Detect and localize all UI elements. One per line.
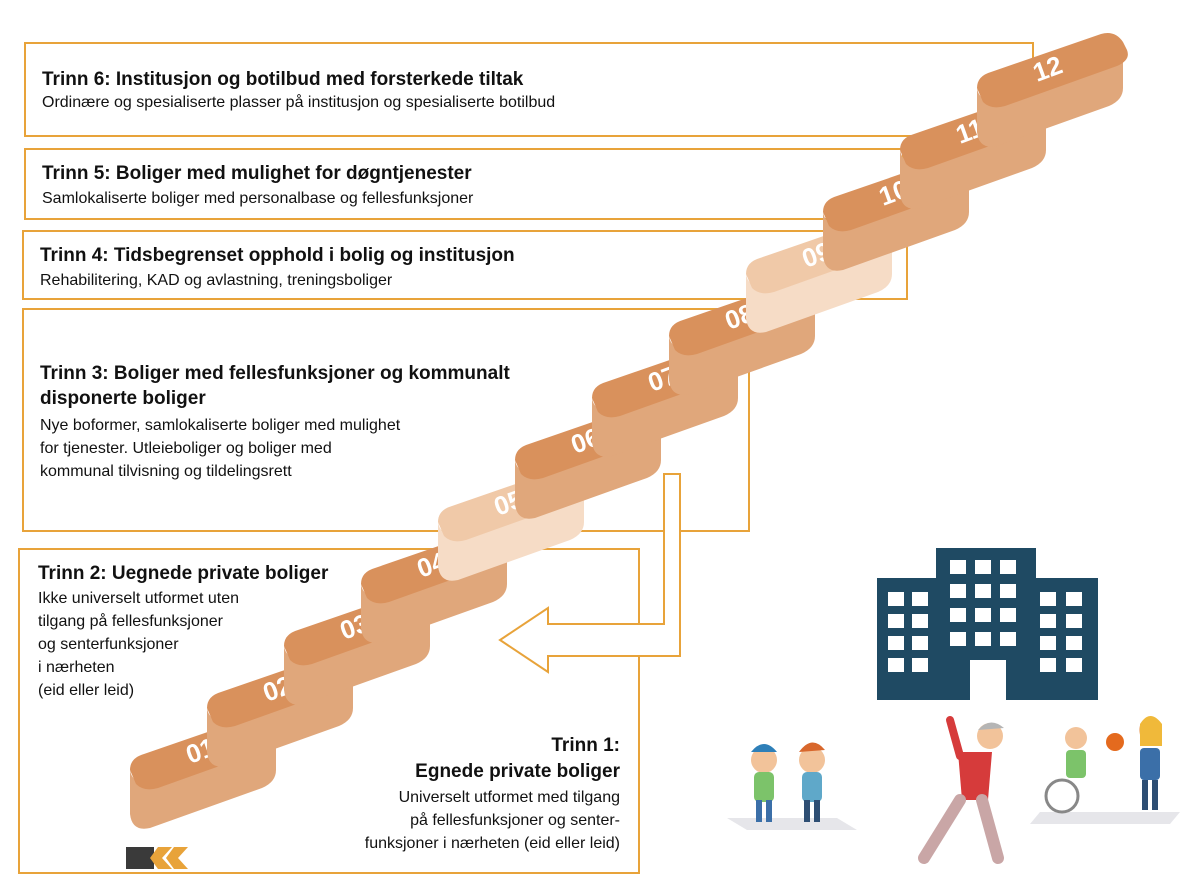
stair-front-02 [207,664,354,767]
building-window [1000,632,1016,646]
stair-top-12 [977,33,1128,108]
building-window [975,632,991,646]
step-3-desc-line2: for tjenester. Utleieboliger og boliger … [40,440,332,457]
stair-front-10 [823,168,970,271]
step-3-desc-line1: Nye boformer, samlokaliserte boliger med… [40,417,401,434]
stair-front-03 [284,602,431,705]
building-window [950,560,966,574]
building-window [1040,592,1056,606]
building-window [912,658,928,672]
stair-front-12 [977,44,1124,147]
step-6-box [24,42,1034,137]
step-2-desc-line5: (eid eller leid) [38,682,135,699]
building-icon [877,548,1098,700]
building-window [888,614,904,628]
stair-front-08 [669,292,816,395]
logo [126,845,188,871]
building-window [1040,636,1056,650]
building-window [950,632,966,646]
step-6-desc: Ordinære og spesialiserte plasser på ins… [42,94,556,111]
wheelchair-basketball-figures [1044,716,1162,814]
building-window [1000,584,1016,598]
step-6-title: Trinn 6: Institusjon og botilbud med for… [42,69,524,90]
building-window [888,636,904,650]
building-window [1000,560,1016,574]
building-window [975,608,991,622]
building-window [950,584,966,598]
building-window [1066,614,1082,628]
step-1-title-line2: Egnede private boliger [415,761,620,782]
platform-right [1030,812,1180,824]
stair-front-05 [438,478,585,581]
step-1-desc-line1: Universelt utformet med tilgang [398,789,620,806]
step-5-title: Trinn 5: Boliger med mulighet for døgntj… [42,163,472,184]
building-window [1040,614,1056,628]
building-window [950,608,966,622]
step-3-title-line2: disponerte boliger [40,388,206,409]
stair-front-07 [592,354,739,457]
step-3-title-line1: Trinn 3: Boliger med fellesfunksjoner og… [40,363,510,384]
building-window [912,614,928,628]
step-2-title: Trinn 2: Uegnede private boliger [38,563,329,584]
building-window [1066,592,1082,606]
stair-front-11 [900,106,1047,209]
stair-front-01 [130,726,277,829]
elderly-figure [918,716,1004,864]
step-2-desc-line3: og senterfunksjoner [38,636,179,653]
step-1-desc-line3: funksjoner i nærheten (eid eller leid) [364,835,620,852]
building-window [1040,658,1056,672]
step-1-desc-line2: på fellesfunksjoner og senter- [410,812,620,829]
step-1-title-line1: Trinn 1: [551,735,620,756]
building-window [912,636,928,650]
building-window [912,592,928,606]
stair-front-06 [515,416,662,519]
building-window [1066,658,1082,672]
building-window [975,584,991,598]
building-window [975,560,991,574]
building-window [1066,636,1082,650]
children-figures [751,742,825,822]
stair-front-09 [746,230,893,333]
step-2-desc-line2: tilgang på fellesfunksjoner [38,613,224,630]
step-2-desc-line4: i nærheten [38,659,115,676]
step-2-desc-line1: Ikke universelt utformet uten [38,590,239,607]
platform-left [727,818,857,830]
building-window [1000,608,1016,622]
step-5-desc: Samlokaliserte boliger med personalbase … [42,190,474,207]
stair-front-04 [361,540,508,643]
building-window [888,658,904,672]
building-window [888,592,904,606]
step-4-desc: Rehabilitering, KAD og avlastning, treni… [40,272,393,289]
step-3-desc-line3: kommunal tilvisning og tildelingsrett [40,463,292,480]
step-4-title: Trinn 4: Tidsbegrenset opphold i bolig o… [40,245,515,266]
